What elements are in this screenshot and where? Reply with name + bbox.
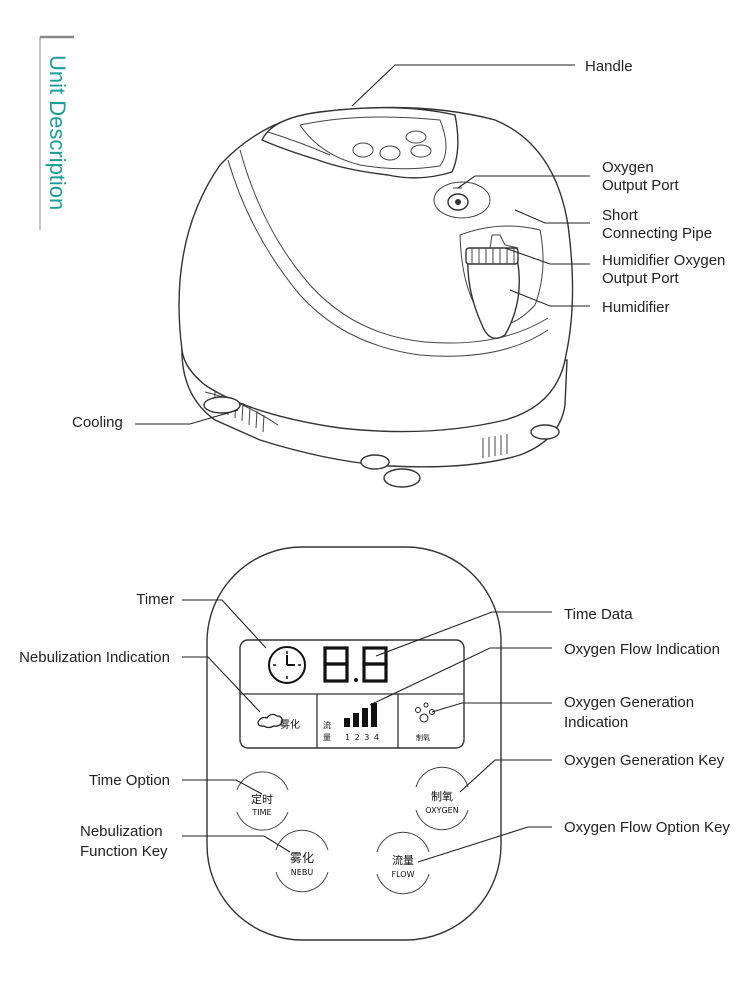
label-oxygen-output-port-2: Output Port [602,177,680,194]
unit-leader-lines [135,64,590,425]
label-oxygen-flow-indication: Oxygen Flow Indication [564,641,720,658]
flow-key-cn: 流量 [392,853,414,867]
oxygen-concentrator-illustration [178,106,574,488]
lcd-oxygen-gen-text: 制氧 [416,733,430,742]
nebulization-indicator: 雾化 [257,713,300,731]
clock-icon [268,646,306,684]
label-handle: Handle [585,58,633,75]
unit-labels: Handle Oxygen Output Port Short Connecti… [72,58,725,431]
oxygen-key-en: OXYGEN [425,806,458,815]
label-short-connecting-pipe-1: Short [602,207,639,224]
flow-key[interactable]: 流量 FLOW [376,831,430,895]
label-time-option: Time Option [89,772,170,789]
label-oxygen-generation-indication-2: Indication [564,714,628,731]
oxygen-key-cn: 制氧 [431,789,453,803]
control-panel-illustration: 雾化 流 量 1 2 3 4 制氧 [206,546,502,941]
lcd-flow-text-1: 流 [323,720,331,730]
label-humidifier-oxygen-output-port-2: Output Port [602,270,680,287]
cooling-vent-right [482,434,508,458]
label-oxygen-output-port-1: Oxygen [602,159,654,176]
panel-leader-lines [182,599,552,863]
time-data-digits [323,646,388,683]
time-key-cn: 定时 [251,792,273,806]
nebu-key-en: NEBU [291,868,314,877]
label-humidifier: Humidifier [602,299,670,316]
label-nebulization-indication: Nebulization Indication [19,649,170,666]
label-oxygen-flow-option-key: Oxygen Flow Option Key [564,819,730,836]
label-nebulization-function-key-2: Function Key [80,843,168,860]
label-nebulization-function-key-1: Nebulization [80,823,163,840]
panel-labels: Timer Nebulization Indication Time Optio… [19,591,730,860]
section-title: Unit Description [45,55,70,210]
oxygen-flow-indicator: 流 量 1 2 3 4 [323,703,380,742]
lcd-flow-levels: 1 2 3 4 [345,733,380,742]
time-key[interactable]: 定时 TIME [236,771,289,831]
label-short-connecting-pipe-2: Connecting Pipe [602,225,712,242]
label-humidifier-oxygen-output-port-1: Humidifier Oxygen [602,252,725,269]
nebu-key-cn: 雾化 [290,851,314,865]
label-oxygen-generation-key: Oxygen Generation Key [564,752,725,769]
oxygen-key[interactable]: 制氧 OXYGEN [415,766,469,831]
oxygen-generation-indicator: 制氧 [415,702,435,742]
flow-key-en: FLOW [392,870,415,879]
label-timer: Timer [136,591,174,608]
nebu-key[interactable]: 雾化 NEBU [275,829,329,893]
lcd-flow-text-2: 量 [323,733,331,742]
lcd-nebu-text: 雾化 [280,718,300,731]
time-key-en: TIME [251,808,271,817]
label-cooling: Cooling [72,414,123,431]
label-time-data: Time Data [564,606,633,623]
section-header: Unit Description [39,35,74,230]
label-oxygen-generation-indication-1: Oxygen Generation [564,694,694,711]
